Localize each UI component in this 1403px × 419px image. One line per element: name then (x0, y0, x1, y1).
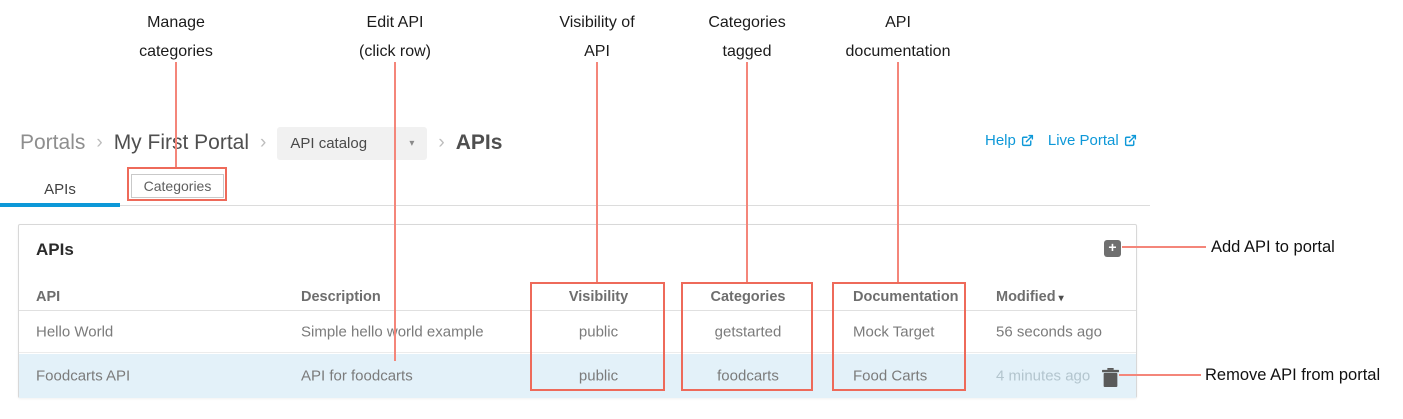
callout-connector-line (1119, 374, 1201, 376)
callout-line: API (885, 14, 911, 31)
cell-description: Simple hello world example (301, 323, 484, 340)
breadcrumb-chevron-icon: › (96, 132, 103, 153)
cell-modified: 56 seconds ago (996, 323, 1102, 340)
table-header-row: API Description Visibility Categories Do… (19, 283, 1136, 310)
callout-connector-line (746, 62, 748, 282)
tab-apis[interactable]: APIs (44, 180, 76, 198)
cell-visibility: public (578, 367, 619, 385)
column-header-modified-sort[interactable]: Modified▾ (996, 289, 1064, 305)
page-type-dropdown-value: API catalog (290, 134, 368, 152)
callout-line: Manage (147, 14, 205, 31)
cell-documentation: Mock Target (853, 323, 935, 340)
callout-box-visibility-column (530, 282, 665, 391)
header-links: Help Live Portal (985, 132, 1137, 149)
cell-categories: foodcarts (717, 367, 779, 385)
table-row-hello-world[interactable]: Hello World Simple hello world example p… (19, 311, 1136, 353)
callout-connector-line (897, 62, 899, 282)
callout-box-categories-column (681, 282, 813, 391)
callout-connector-line (1122, 246, 1206, 248)
callout-line: Edit API (366, 14, 424, 31)
breadcrumb-chevron-icon: › (438, 132, 445, 153)
callout-api-documentation: API documentation (846, 8, 951, 66)
cell-description: API for foodcarts (301, 367, 413, 385)
sort-desc-icon: ▾ (1058, 292, 1064, 304)
column-header-visibility: Visibility (568, 288, 629, 305)
callout-add-api: Add API to portal (1211, 238, 1335, 256)
cell-documentation: Food Carts (853, 367, 928, 385)
callout-line: (click row) (359, 43, 431, 60)
callout-manage-categories: Manage categories (139, 8, 213, 66)
cell-categories: getstarted (714, 323, 782, 340)
column-header-description: Description (301, 288, 381, 305)
column-header-api: API (36, 288, 61, 305)
tab-categories[interactable]: Categories (131, 174, 224, 198)
help-link-label: Help (985, 132, 1016, 149)
cell-api: Hello World (36, 323, 114, 340)
chevron-down-icon: ▾ (409, 137, 415, 149)
callout-edit-api: Edit API (click row) (359, 8, 431, 66)
callout-connector-line (596, 62, 598, 282)
breadcrumb-current-page: APIs (455, 131, 503, 154)
tabs-divider (0, 205, 1150, 206)
breadcrumb-portal-name-link[interactable]: My First Portal (113, 131, 250, 154)
delete-api-icon[interactable] (1102, 368, 1119, 387)
callout-line: tagged (722, 43, 772, 60)
callout-connector-line (394, 62, 396, 361)
page-type-dropdown[interactable]: API catalog ▾ (277, 126, 428, 160)
callout-box-categories-tab (127, 167, 227, 201)
tab-apis-active-underline (0, 203, 120, 207)
breadcrumb: Portals › My First Portal › API catalog … (20, 126, 502, 160)
cell-api: Foodcarts API (36, 367, 131, 385)
breadcrumb-portals-link[interactable]: Portals (20, 131, 86, 154)
callout-categories-tagged: Categories tagged (708, 8, 785, 66)
breadcrumb-chevron-icon: › (260, 132, 267, 153)
cell-visibility: public (578, 323, 619, 340)
callout-line: documentation (845, 43, 951, 60)
callout-line: categories (139, 43, 213, 60)
external-link-icon (1021, 134, 1033, 147)
panel-title: APIs (36, 240, 74, 259)
table-header-border (19, 310, 1136, 311)
live-portal-link-label: Live Portal (1047, 132, 1119, 149)
callout-line: Visibility of (559, 14, 635, 31)
callout-box-documentation-column (832, 282, 966, 391)
column-header-categories: Categories (710, 288, 786, 305)
callout-visibility: Visibility of API (559, 8, 634, 66)
cell-modified: 4 minutes ago (996, 367, 1091, 385)
add-api-button[interactable]: + (1104, 240, 1121, 257)
help-link[interactable]: Help (985, 132, 1034, 149)
live-portal-link[interactable]: Live Portal (1048, 132, 1137, 149)
callout-line: API (584, 43, 610, 60)
column-header-modified-label: Modified (996, 288, 1056, 305)
column-header-documentation: Documentation (853, 288, 959, 305)
callout-line: Categories (708, 14, 786, 31)
external-link-icon (1124, 134, 1136, 147)
callout-connector-line (175, 62, 177, 167)
callout-remove-api: Remove API from portal (1205, 366, 1381, 384)
